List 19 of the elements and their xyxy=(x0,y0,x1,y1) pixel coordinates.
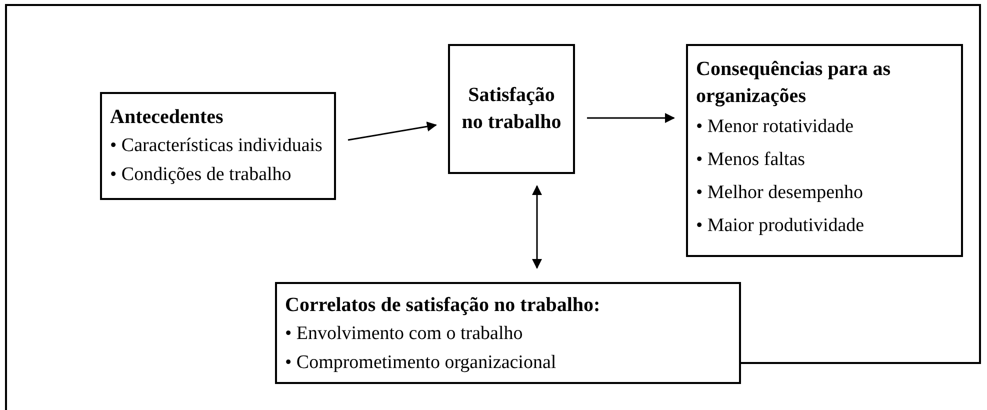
box-heading: Consequências para as organizações xyxy=(696,57,892,109)
box-heading: Satisfação no trabalho xyxy=(460,83,562,135)
bullet-item: • Menos faltas xyxy=(696,148,806,172)
bullet-item: • Maior produtividade xyxy=(696,214,864,238)
process-box xyxy=(448,44,575,174)
text-box xyxy=(100,92,336,200)
bullet-item: • Características individuais xyxy=(110,134,322,158)
arrow xyxy=(587,113,675,123)
bullet-item: • Condições de trabalho xyxy=(110,163,292,187)
box-heading: Antecedentes xyxy=(110,105,224,130)
text-box xyxy=(686,44,963,257)
arrow xyxy=(532,185,542,269)
bullet-item: • Envolvimento com o trabalho xyxy=(285,322,523,346)
text-box xyxy=(275,282,741,384)
arrow xyxy=(348,122,437,141)
bullet-item: • Melhor desempenho xyxy=(696,181,864,205)
bullet-item: • Menor rotatividade xyxy=(696,115,854,139)
bullet-item: • Comprometimento organizacional xyxy=(285,351,556,375)
box-heading: Correlatos de satisfação no trabalho: xyxy=(285,293,600,318)
